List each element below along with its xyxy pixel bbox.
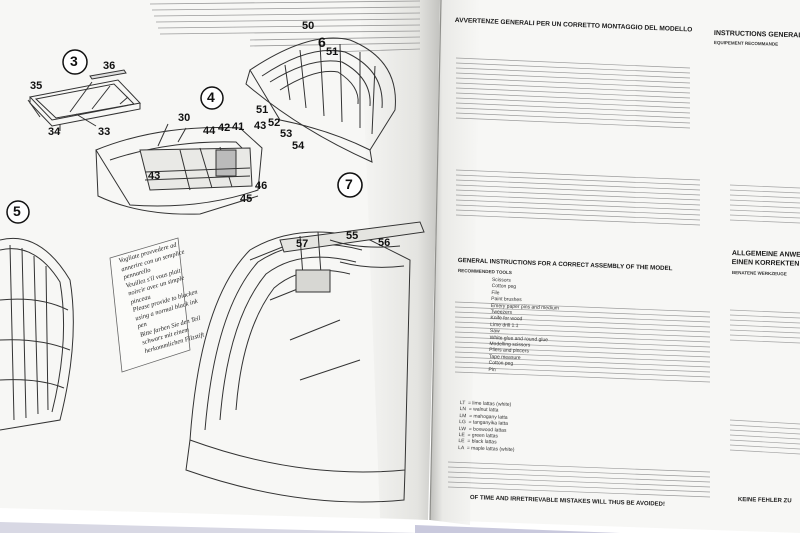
- part-43-side: 43: [148, 170, 161, 182]
- spine-fold: [429, 0, 442, 521]
- step4-drawing: [95, 123, 263, 215]
- right-page: [430, 0, 800, 533]
- part-34: 34: [48, 126, 61, 138]
- step3-drawing: [27, 69, 141, 131]
- part-57: 57: [296, 238, 309, 250]
- heading-german: ALLGEMEINE ANWE EINEN KORREKTEN: [731, 249, 800, 268]
- step-number-4: 4: [207, 89, 215, 105]
- part-56: 56: [378, 237, 391, 249]
- part-45: 45: [240, 193, 253, 205]
- english-final-block: [447, 461, 711, 498]
- left-page-top-text: [149, 0, 421, 53]
- part-36: 36: [103, 60, 116, 72]
- step7-circle: [337, 172, 363, 198]
- step-number-7: 7: [345, 176, 353, 192]
- step-number-5: 5: [13, 203, 21, 219]
- part-55: 55: [346, 230, 359, 242]
- step4-circle: [200, 86, 224, 110]
- part-52: 52: [268, 117, 281, 129]
- part-33: 33: [98, 126, 111, 138]
- italian-second-block: [455, 169, 701, 226]
- step6-drawing: [245, 37, 396, 163]
- english-paragraph-block: [454, 301, 711, 383]
- italian-text-block: [455, 57, 691, 129]
- part-30: 30: [178, 112, 191, 124]
- part-54: 54: [292, 140, 305, 152]
- tools-list: Scissors Cotton peg File Paint brushes E…: [488, 277, 560, 373]
- step7-drawing: [185, 221, 425, 503]
- part-51-top: 51: [326, 46, 339, 58]
- part-41: 41: [232, 121, 245, 133]
- right-page-spine-shadow: [430, 0, 480, 525]
- part-43-top: 43: [254, 120, 267, 132]
- part-53: 53: [280, 128, 293, 140]
- step3-circle: [62, 49, 88, 75]
- step5-drawing: [0, 237, 74, 431]
- booklet-cover-edge: [415, 525, 620, 533]
- part-51-side: 51: [256, 104, 269, 116]
- step-number-3: 3: [70, 53, 78, 69]
- materials-list: LT = lime lattas (white) LN = walnut lat…: [458, 400, 515, 453]
- note-box: [109, 237, 191, 373]
- step-number-6: 6: [318, 34, 326, 50]
- part-35: 35: [30, 80, 43, 92]
- booklet-edge: [0, 522, 420, 533]
- left-page-spine-shadow: [360, 0, 442, 520]
- part-44: 44: [203, 125, 216, 137]
- part-42: 42: [218, 122, 231, 134]
- part-50: 50: [302, 20, 315, 32]
- part-46: 46: [255, 180, 268, 192]
- left-page: [0, 0, 442, 520]
- step5-circle: [6, 200, 30, 224]
- french-german-column-lines: [729, 184, 800, 455]
